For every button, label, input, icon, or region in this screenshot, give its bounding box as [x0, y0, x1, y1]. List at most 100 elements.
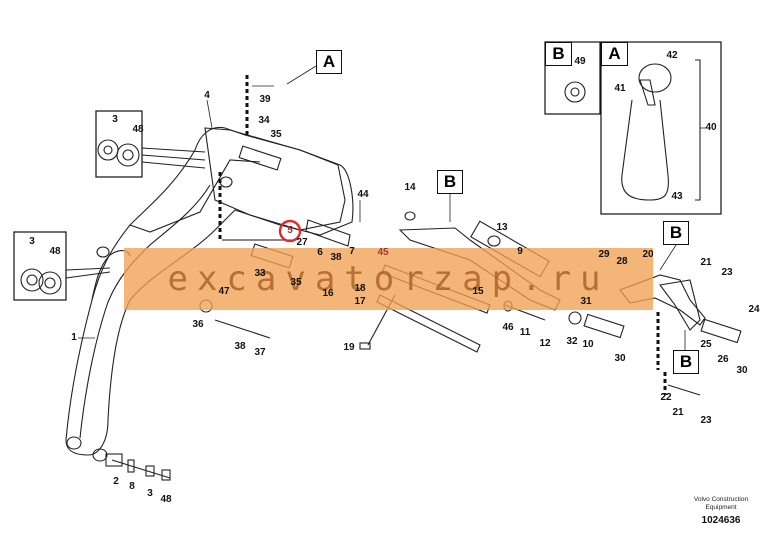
bolt-21	[667, 384, 701, 396]
part-label-19: 19	[343, 342, 355, 353]
boom-head-box	[204, 127, 346, 231]
part-label-45: 45	[377, 247, 389, 258]
highlight-ring-5	[278, 219, 302, 243]
boom-foot-eye	[66, 436, 82, 450]
part-label-44: 44	[357, 189, 369, 200]
part-label-46: 46	[502, 322, 514, 333]
part-label-38b: 38	[234, 341, 246, 352]
part-label-14: 14	[404, 182, 416, 193]
part-label-18: 18	[354, 283, 366, 294]
part-label-25: 25	[700, 339, 712, 350]
leader-3e	[65, 271, 111, 279]
washer-48-top	[116, 143, 140, 167]
head-19	[359, 342, 371, 350]
part-label-42: 42	[666, 50, 678, 61]
inset-washer-49-hole	[570, 87, 580, 97]
part-label-6: 6	[317, 247, 323, 258]
inset-B-tag: B	[545, 42, 572, 66]
part-label-47: 47	[218, 286, 230, 297]
part-label-27: 27	[296, 237, 308, 248]
bolt-36-38	[214, 319, 271, 339]
part-label-4: 4	[204, 90, 210, 101]
part-label-2: 2	[113, 476, 119, 487]
part-label-5: 5	[287, 225, 293, 236]
part-label-1: 1	[71, 332, 77, 343]
leader-3a	[141, 147, 206, 153]
leader-3d	[65, 267, 111, 271]
part-label-16: 16	[322, 288, 334, 299]
part-label-35b: 35	[290, 277, 302, 288]
part-label-17: 17	[354, 296, 366, 307]
pin-26	[700, 318, 742, 344]
part-label-37: 37	[254, 347, 266, 358]
leader-3b	[141, 154, 206, 161]
part-label-39: 39	[259, 94, 271, 105]
part-label-38a: 38	[330, 252, 342, 263]
part-label-9: 9	[517, 246, 523, 257]
washer-48-left-inner	[44, 277, 56, 289]
inset-3-48-top-frame	[95, 110, 143, 178]
credit-line-1: Volvo Construction	[693, 496, 749, 503]
inset-pin-41	[639, 79, 656, 106]
part-label-29: 29	[598, 249, 610, 260]
boom-outline	[65, 126, 354, 456]
part-label-7: 7	[349, 246, 355, 257]
part-label-23b: 23	[700, 415, 712, 426]
washer-48-left	[38, 271, 62, 295]
callout-B-mid: B	[437, 170, 463, 194]
part-label-28: 28	[616, 256, 628, 267]
part-label-35a: 35	[270, 129, 282, 140]
leader-4	[206, 99, 213, 129]
part-label-40: 40	[705, 122, 717, 133]
part-label-36: 36	[192, 319, 204, 330]
boom-front-fold	[129, 159, 261, 233]
part-label-43: 43	[671, 191, 683, 202]
part-label-12: 12	[539, 338, 551, 349]
part-label-48a: 48	[132, 124, 144, 135]
watermark-band	[124, 248, 653, 310]
part-label-34: 34	[258, 115, 270, 126]
inset-B-frame	[544, 41, 601, 115]
part-label-23a: 23	[721, 267, 733, 278]
part-label-49: 49	[574, 56, 586, 67]
part-label-8: 8	[129, 481, 135, 492]
washer-8	[127, 459, 135, 473]
credit-line-2: Equipment	[705, 504, 737, 512]
callout-B-lower: B	[673, 350, 699, 374]
part-label-15: 15	[472, 286, 484, 297]
inset-chain	[621, 99, 669, 201]
pin-34	[238, 145, 282, 171]
part-label-31: 31	[580, 296, 592, 307]
part-label-24: 24	[748, 304, 760, 315]
washer-13	[487, 235, 501, 247]
leader-B-right	[659, 244, 677, 271]
part-label-3a: 3	[112, 114, 118, 125]
link-24	[659, 279, 701, 331]
part-label-13: 13	[496, 222, 508, 233]
washer-14	[404, 211, 416, 221]
inset-washer-49	[564, 81, 586, 103]
nut-3	[145, 465, 155, 477]
inset-A-frame	[600, 41, 722, 215]
washer-32	[568, 311, 582, 325]
washer-3-left	[20, 268, 44, 292]
part-label-10: 10	[582, 339, 594, 350]
part-label-33: 33	[254, 268, 266, 279]
part-label-32: 32	[566, 336, 578, 347]
boom-inner-line	[79, 184, 211, 439]
washer-3-top-inner	[103, 145, 113, 155]
nut-48	[161, 469, 171, 481]
boom-foot-eye-2	[92, 448, 108, 462]
part-label-20: 20	[642, 249, 654, 260]
pin-6	[305, 219, 351, 247]
leader-3c	[141, 161, 206, 169]
washer-3-left-inner	[26, 274, 38, 286]
part-label-3c: 3	[147, 488, 153, 499]
part-label-11: 11	[519, 327, 531, 338]
part-label-3b: 3	[29, 236, 35, 247]
credit-block: Volvo Construction Equipment	[676, 496, 766, 512]
part-label-21b: 21	[672, 407, 684, 418]
part-label-21a: 21	[700, 257, 712, 268]
part-label-26: 26	[717, 354, 729, 365]
